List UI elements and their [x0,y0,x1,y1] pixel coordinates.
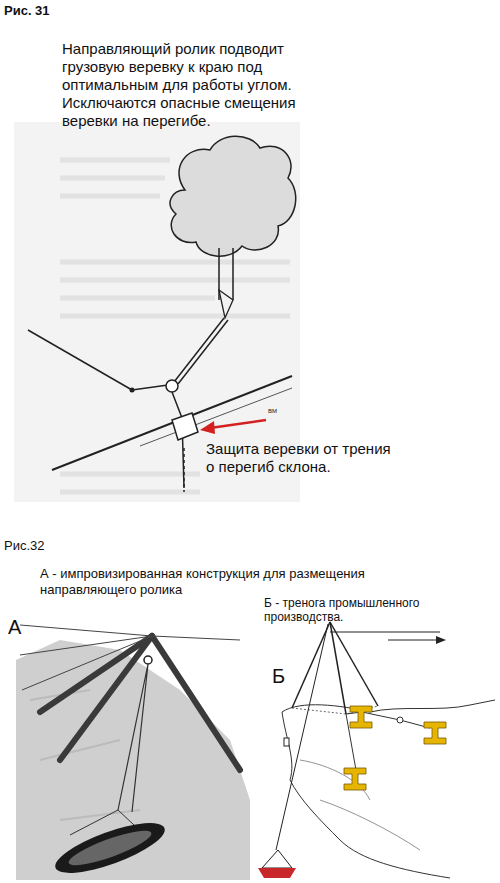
callout-text: Защита веревки от трения о перегиб склон… [206,440,396,476]
load-weight [258,868,296,878]
subfigure-letter: А [8,615,38,639]
direction-line [330,632,440,633]
subfigure-letter: Б [272,664,302,688]
rope-junction [130,388,135,393]
lowering-rope [118,664,148,812]
description-note: Направляющий ролик подводит грузовую вер… [62,40,324,130]
faded-line [60,260,290,265]
faded-line [60,176,165,181]
stretcher-inner [66,824,155,871]
guy-line [22,636,152,690]
author-mark: BM [268,408,298,415]
anchor-sling [219,290,233,318]
faded-line [60,296,215,301]
frame-pole [152,636,240,770]
rope-protector [172,413,198,440]
anchor-link [397,717,403,723]
tripod [292,622,378,714]
direction-arrowhead [436,636,446,644]
anchor-symbol [350,706,372,728]
anchors [344,706,446,790]
faded-line [60,158,170,163]
guy-lines [20,625,240,690]
anchor-symbol [344,768,366,790]
load-rope-below [183,448,185,492]
figure-number: Рис.32 [4,538,124,554]
anchor-symbol [424,722,446,744]
faded-line [60,314,290,319]
rope-device [284,738,289,746]
guy-line [152,636,240,640]
load-rope [28,330,132,390]
rock-face [16,640,250,880]
load-rope [132,385,168,390]
callout-arrow [210,420,266,428]
faded-line [60,278,290,283]
subfigure-caption: А - импровизированная конструкция для ра… [40,566,375,597]
callout-arrowhead [200,421,215,434]
tripod-leg [292,622,330,708]
load-sling [262,850,292,868]
faded-line [60,490,200,495]
lowering-rope [276,624,328,850]
faded-line [60,194,160,199]
cliff-edge [282,700,495,712]
guy-line [20,625,152,636]
cliff-face [282,712,450,878]
anchor-rope [174,318,228,384]
direction-arrow [388,640,440,641]
cliff-contour [300,760,420,850]
tripod-leg [330,622,378,706]
faded-line [60,472,200,477]
figure-number: Рис. 31 [4,3,124,19]
guy-line [20,636,152,655]
stretcher [50,813,170,883]
guide-pulley [144,656,152,664]
guide-pulley [166,380,178,392]
tree-crown [170,136,296,256]
frame-pole [40,636,152,712]
subfigure-caption: Б - тренога промышленного производства. [264,596,500,625]
slope-face [140,388,292,446]
